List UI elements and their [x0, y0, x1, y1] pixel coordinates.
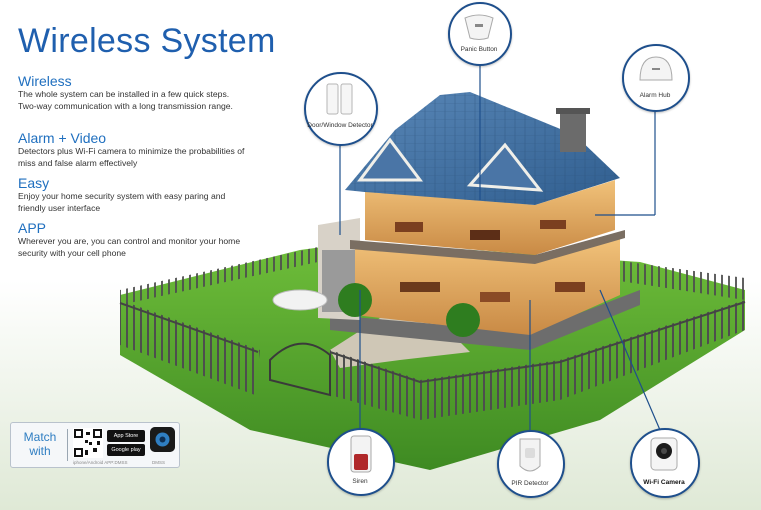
app-store-badge[interactable]: App Store	[107, 430, 145, 442]
app-match-panel: Match with App Store Google play iphone/…	[10, 422, 180, 468]
upper-floor	[365, 180, 615, 255]
siren-icon	[350, 435, 372, 473]
device-label: Panic Button	[460, 46, 498, 53]
door-window-detector-icon	[326, 83, 353, 115]
middle-slab	[350, 230, 625, 264]
feature-heading: Wireless	[18, 73, 72, 89]
page-title: Wireless System	[18, 22, 276, 60]
front-fence-left	[120, 300, 260, 395]
furniture	[400, 282, 440, 292]
front-fence-right	[560, 300, 745, 400]
car	[272, 289, 328, 311]
callout-door-window-detector: Door/Window Detector	[304, 72, 378, 146]
qr-code-icon[interactable]	[73, 428, 103, 458]
tree	[446, 303, 480, 337]
fence-rail	[329, 301, 746, 384]
feature-body: Detectors plus Wi-Fi camera to minimize …	[18, 146, 245, 168]
device-label: Door/Window Detector	[307, 122, 373, 129]
feature-body: Enjoy your home security system with eas…	[18, 191, 226, 213]
front-fence-middle	[330, 350, 560, 420]
callout-siren: Siren	[327, 428, 395, 496]
furniture	[555, 282, 585, 292]
house-foundation	[330, 290, 640, 350]
callout-pir-detector: PIR Detector	[497, 430, 565, 498]
dmss-app-icon[interactable]	[150, 427, 175, 452]
feature-body: Wherever you are, you can control and mo…	[18, 236, 241, 258]
garden-gate	[269, 342, 331, 397]
feature-heading: Easy	[18, 175, 50, 191]
furniture	[540, 220, 566, 229]
callout-line	[599, 289, 661, 431]
feature-heading: APP	[18, 220, 47, 236]
feature-body: The whole system can be installed in a f…	[18, 89, 233, 111]
panic-button-icon	[464, 14, 494, 40]
feature-app: APP Wherever you are, you can control an…	[18, 220, 248, 259]
app-caption: iphone/Android APP:DMSS	[73, 460, 128, 465]
furniture	[480, 292, 510, 302]
pir-detector-icon	[519, 438, 541, 472]
device-label: Siren	[352, 478, 368, 485]
match-label: Match with	[23, 430, 57, 458]
chimney-cap	[556, 108, 590, 114]
device-label: PIR Detector	[511, 480, 549, 487]
callout-wifi-camera: Wi-Fi Camera	[630, 428, 700, 498]
feature-easy: Easy Enjoy your home security system wit…	[18, 175, 248, 214]
dormer	[357, 137, 423, 182]
dormer	[466, 142, 544, 192]
fence-rail	[119, 302, 259, 353]
tree	[338, 283, 372, 317]
callout-alarm-hub: Alarm Hub	[622, 44, 690, 112]
callout-panic-button: Panic Button	[448, 2, 512, 66]
app-name: DMSS	[152, 460, 166, 465]
feature-alarm-video: Alarm + Video Detectors plus Wi-Fi camer…	[18, 130, 248, 169]
furniture	[395, 222, 423, 232]
device-label: Alarm Hub	[639, 92, 671, 99]
furniture	[470, 230, 500, 240]
wifi-camera-icon	[650, 437, 678, 471]
back-fence	[120, 247, 318, 305]
alarm-hub-icon	[639, 56, 673, 81]
divider	[67, 429, 68, 461]
feature-wireless: Wireless The whole system can be install…	[18, 73, 248, 112]
google-play-badge[interactable]: Google play	[107, 444, 145, 456]
chimney	[560, 112, 586, 152]
back-fence-right	[600, 258, 745, 300]
feature-heading: Alarm + Video	[18, 130, 107, 146]
ground-floor	[355, 238, 620, 335]
device-label: Wi-Fi Camera	[643, 479, 685, 486]
